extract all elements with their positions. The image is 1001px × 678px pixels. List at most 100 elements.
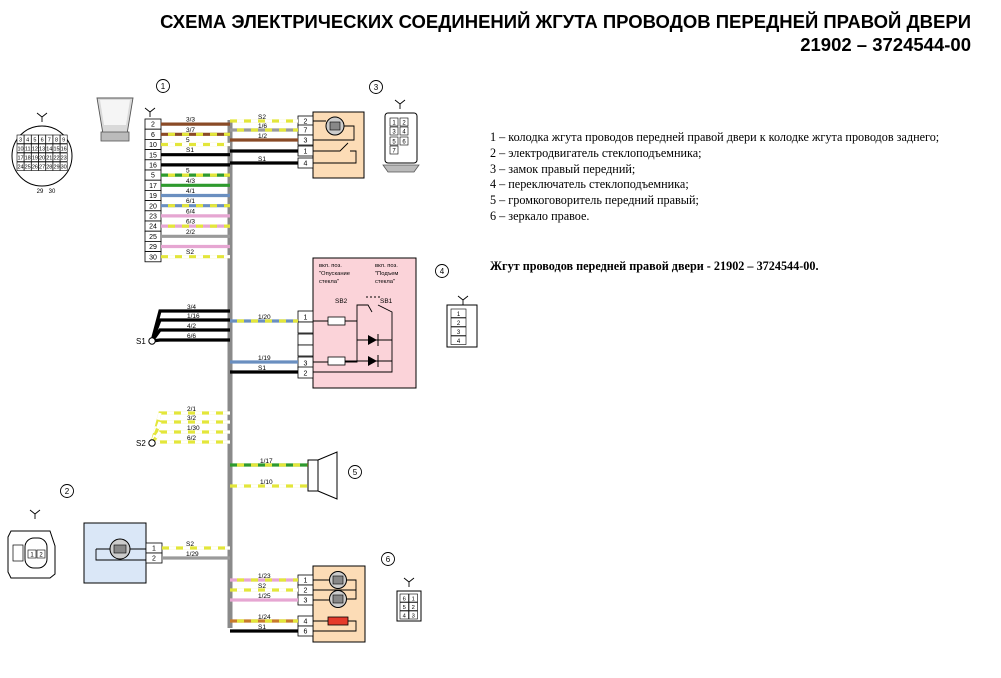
- wire-label: S2: [186, 249, 194, 256]
- connector1-housing-base: [100, 131, 130, 142]
- comp6-face-pin-number: 4: [403, 614, 407, 620]
- connector1-face-pin-number: 24: [17, 165, 23, 171]
- wire-label: 3/4: [187, 304, 196, 311]
- pin-number: 15: [149, 152, 157, 159]
- splice-s1-point: [148, 337, 156, 345]
- wire-label: 1/19: [258, 355, 271, 362]
- connector1-face-pin-number: 3: [19, 138, 22, 144]
- connector1-face-pin-number: 8: [55, 138, 58, 144]
- pin-number: 17: [149, 183, 157, 190]
- wire-label: 1/25: [258, 593, 271, 600]
- wire-label: S1: [258, 156, 266, 163]
- comp6-face-pin-number: 3: [412, 614, 415, 620]
- wire-label: 6/2: [187, 435, 196, 442]
- component-number-2: [60, 484, 74, 498]
- connector1-face-pin-number: 13: [39, 147, 45, 153]
- splice-s1-wire: [151, 338, 230, 343]
- connector1-face-pin: [59, 134, 68, 144]
- mirror-internal-wiring: [313, 579, 357, 632]
- switch-note-lower: стекла": [319, 279, 339, 285]
- comp6-face-pin-number: 2: [412, 605, 415, 611]
- comp4-face-pin: [450, 335, 467, 345]
- component-legend: 1 – колодка жгута проводов передней прав…: [490, 130, 995, 225]
- wire-label: S1: [186, 147, 194, 154]
- splice-s1-wire: [150, 328, 230, 342]
- comp3-face-pin-number: 3: [392, 130, 396, 136]
- comp3-face-key-icon: [394, 99, 406, 109]
- window-motor-core: [113, 544, 127, 554]
- connector1-face-pin-number: 18: [25, 156, 31, 162]
- component-number-label: 3: [374, 83, 379, 92]
- switch-internal-wiring: [313, 304, 393, 373]
- connector-pin: [297, 344, 314, 357]
- splice-s2-label: S2: [136, 439, 146, 448]
- comp4-face-pin-number: 4: [457, 339, 461, 345]
- window-motor-body: [83, 522, 147, 584]
- switch-note-raise: вкл. поз.: [375, 263, 398, 269]
- wire-label: 6/1: [186, 198, 195, 205]
- wire-label: 1/10: [260, 479, 273, 486]
- speaker-magnet-icon: [307, 459, 319, 492]
- connector1-face-pin-number: 5: [33, 138, 36, 144]
- connector-pin: [297, 321, 314, 334]
- connector1-face-pin-number: 16: [61, 147, 67, 153]
- splice-s2-point: [148, 439, 156, 447]
- comp3-face-pin-number: 4: [402, 130, 406, 136]
- connector1-face-pin-number: 11: [25, 147, 31, 153]
- splice-s1-label: S1: [136, 337, 146, 346]
- mirror-heater-icon: [327, 616, 349, 626]
- mirror-motor-core: [332, 594, 344, 604]
- wire-label: 5: [186, 168, 190, 175]
- component-number-6: [381, 552, 395, 566]
- component-number-label: 1: [161, 82, 166, 91]
- pin-number: 4: [304, 619, 308, 626]
- pin-number: 2: [152, 556, 156, 563]
- wire-label: 1/23: [258, 573, 271, 580]
- pin-number: 16: [149, 163, 157, 170]
- connector1-face-pin-number: 4: [26, 138, 29, 144]
- pin-number: 1: [304, 578, 308, 585]
- pin-number: 2: [151, 122, 155, 129]
- component-number-1: [156, 79, 170, 93]
- connector1-face-pin-number: 21: [46, 156, 52, 162]
- comp4-face-pin: [450, 308, 467, 318]
- pin-number: 5: [151, 173, 155, 180]
- speaker-cone-icon: [317, 451, 338, 500]
- wire-label: 1/29: [186, 551, 199, 558]
- window-motor-wiring: [95, 548, 146, 561]
- wire-label: 2/2: [186, 229, 195, 236]
- pin-number: 6: [151, 132, 155, 139]
- comp4-face-pin: [450, 317, 467, 327]
- pin-number: 6: [304, 629, 308, 636]
- connector1-face-pin-number: 14: [46, 147, 52, 153]
- component-number-4: [435, 264, 449, 278]
- pin-number: 2: [304, 371, 308, 378]
- comp3-face-pin-number: 6: [402, 140, 406, 146]
- connector1-housing-highlight: [100, 100, 130, 125]
- wire-label: S2: [258, 114, 266, 121]
- switch-note-raise: "Подъем: [375, 271, 398, 277]
- comp4-face-pin-number: 3: [457, 330, 461, 336]
- comp6-face-pin: [408, 610, 418, 620]
- comp6-face-pin-number: 6: [403, 597, 406, 603]
- legend-item-3: 3 – замок правый передний;: [490, 161, 636, 176]
- connector1-face-pin: [59, 152, 68, 162]
- pin-number: 25: [149, 234, 157, 241]
- wire-label: 6/3: [186, 219, 195, 226]
- wire-label: S1: [258, 365, 266, 372]
- wire-label: 2/1: [187, 406, 196, 413]
- comp6-face-pin-number: 1: [412, 597, 415, 603]
- component-number-5: [348, 465, 362, 479]
- wire-label: S2: [258, 583, 266, 590]
- wire-label: 1/30: [187, 425, 200, 432]
- pin-number: 3: [304, 361, 308, 368]
- legend-item-2: 2 – электродвигатель стеклоподъемника;: [490, 145, 702, 160]
- connector1-face-pin-number: 25: [25, 165, 31, 171]
- connector1-face-pin-number: 22: [53, 156, 59, 162]
- comp4-face-pin: [450, 326, 467, 336]
- comp3-face-pin: [399, 126, 409, 136]
- pin-number: 3: [304, 598, 308, 605]
- led-icon: [368, 335, 377, 345]
- comp3-face-pin: [389, 145, 399, 155]
